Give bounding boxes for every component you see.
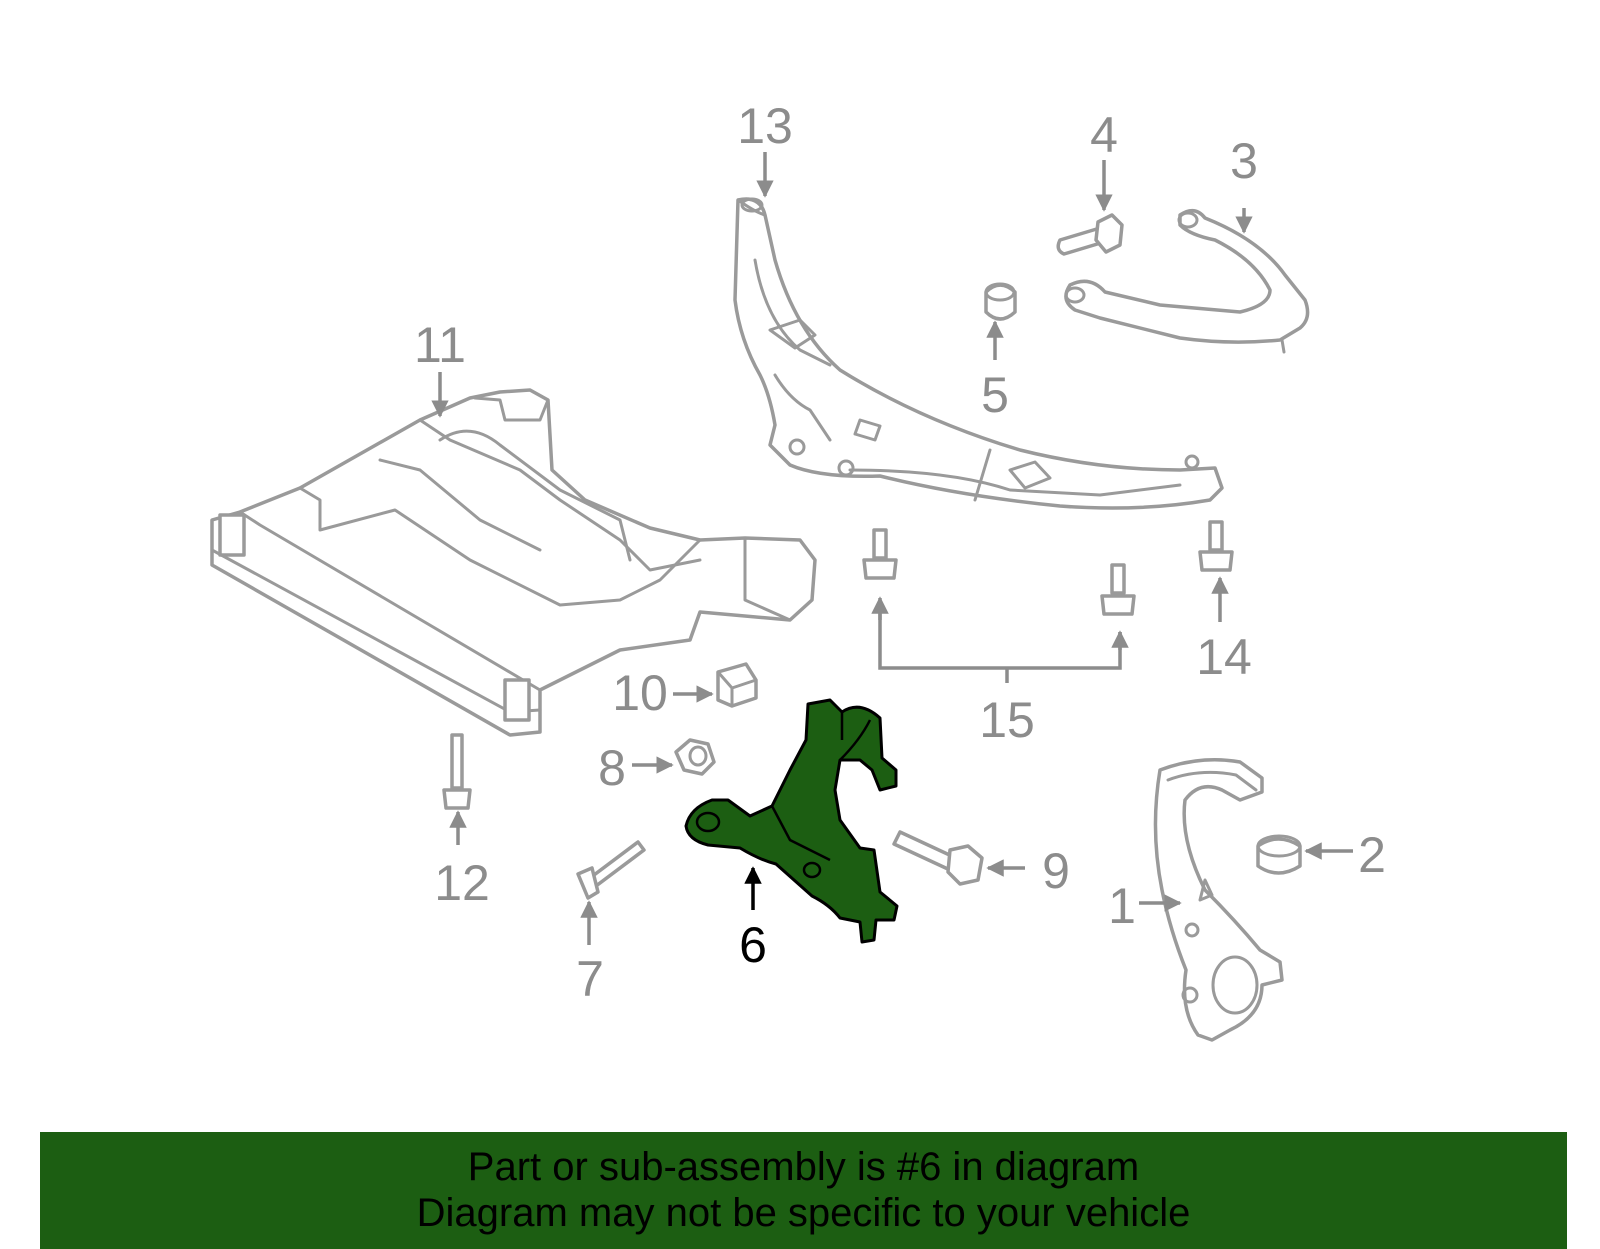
bolt-part-14 [1198,520,1234,572]
callout-10: 10 [612,665,668,721]
upper-arm-part-3 [1064,208,1310,354]
nut-part-8 [674,738,716,776]
callout-5: 5 [981,367,1009,423]
bushing-part-5 [984,282,1017,321]
knuckle-part-1 [1153,758,1284,1042]
crossmember-part-11 [210,388,817,737]
callout-4: 4 [1090,107,1118,163]
bushing-part-10 [716,662,758,708]
callout-3: 3 [1230,133,1258,189]
lower-arm-part-6 [684,698,899,944]
callout-13: 13 [737,98,793,154]
callout-9: 9 [1042,843,1070,899]
callout-14: 14 [1196,629,1252,685]
callout-2: 2 [1358,827,1386,883]
bolt-part-15b [1100,563,1136,616]
bolt-part-7 [576,840,646,900]
callout-1: 1 [1108,878,1136,934]
callout-11: 11 [414,317,466,373]
info-banner: Part or sub-assembly is #6 in diagram Di… [40,1132,1567,1249]
bolt-part-9 [892,830,984,886]
bushing-part-2 [1256,834,1302,875]
bolt-part-15a [862,528,898,580]
banner-line-part: Part or sub-assembly is #6 in diagram [467,1145,1140,1189]
callout-7: 7 [576,951,604,1007]
callout-12: 12 [434,855,490,911]
bolt-part-12 [442,733,472,810]
banner-line-disclaimer: Diagram may not be specific to your vehi… [416,1191,1191,1235]
callout-6: 6 [739,917,767,973]
crossmember-part-13 [733,197,1224,510]
callout-8: 8 [598,740,626,796]
bolt-part-4 [1056,213,1124,256]
callout-15: 15 [979,692,1035,748]
